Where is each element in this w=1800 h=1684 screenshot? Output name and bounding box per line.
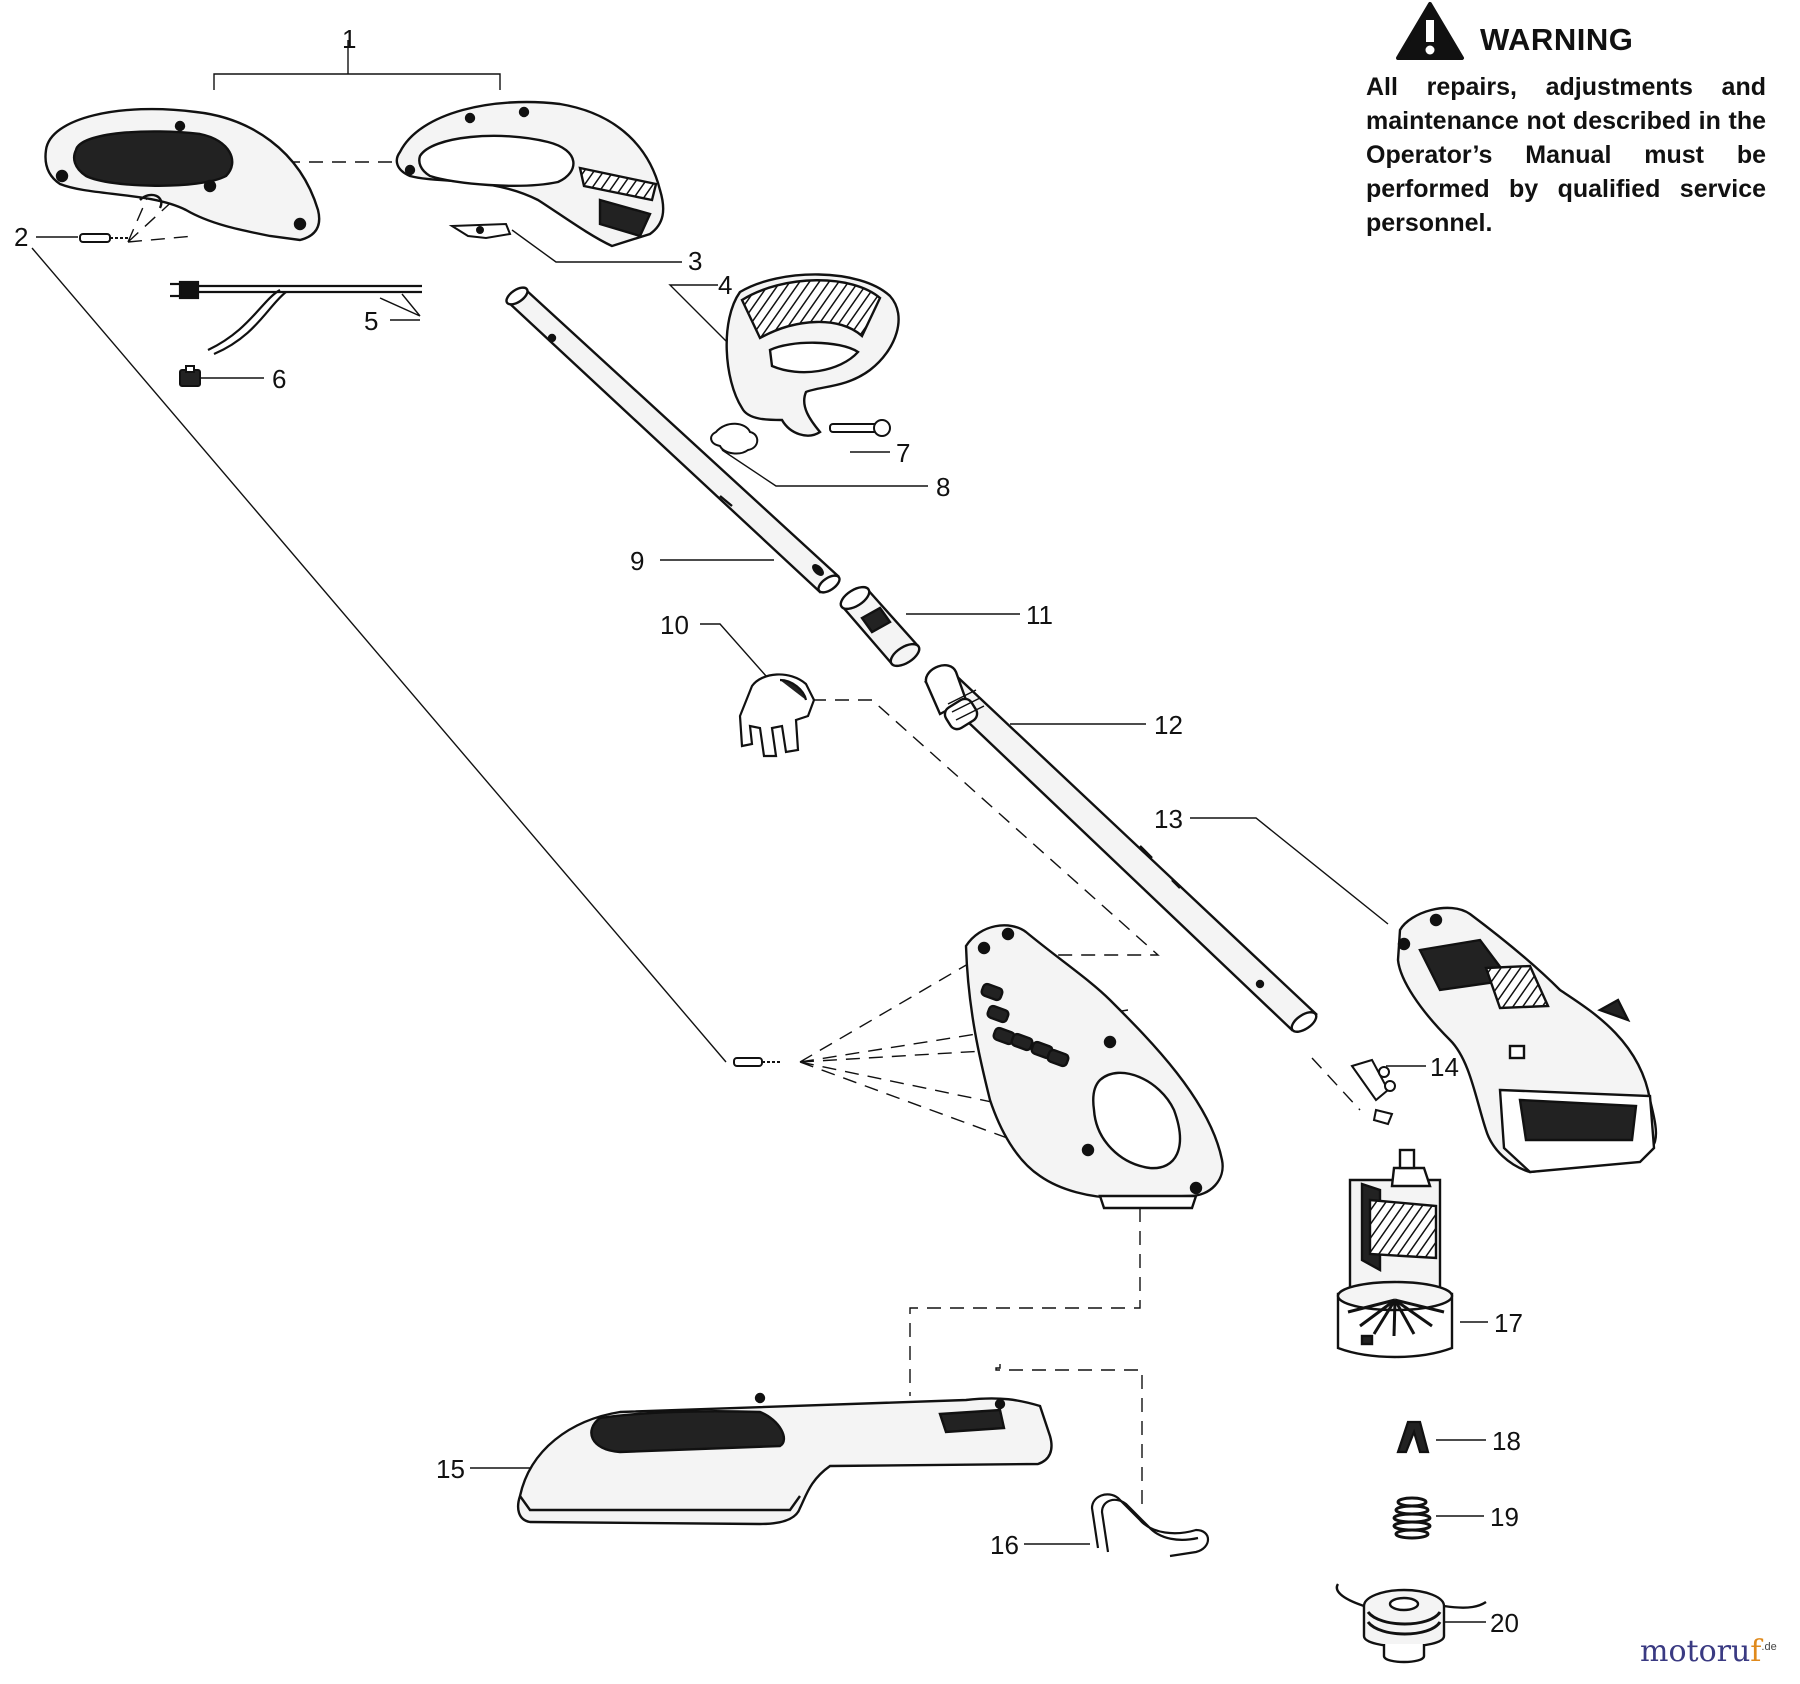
- line-spool: [1335, 1583, 1487, 1664]
- cord-clamp: [1350, 1058, 1396, 1126]
- assembly-dashed-lines: [127, 161, 1361, 1510]
- spool-spring: [1392, 1496, 1432, 1540]
- callout-12: 12: [1154, 710, 1183, 740]
- handle-housing-right: [395, 100, 665, 248]
- callout-2: 2: [14, 222, 28, 252]
- callout-20: 20: [1490, 1608, 1519, 1638]
- motor-housing-right: [1396, 906, 1658, 1174]
- callout-5: 5: [364, 306, 378, 336]
- brand-main: motoru: [1640, 1634, 1751, 1669]
- edge-guide-clip: [1090, 1493, 1210, 1558]
- warning-text: All repairs, adjustments and maintenance…: [1366, 73, 1766, 237]
- motor: [1336, 1148, 1454, 1359]
- callout-15: 15: [436, 1454, 465, 1484]
- leader-lines: [31, 40, 1488, 1623]
- handle-housing-left: [44, 107, 321, 242]
- brand-logo: motoruf.de: [1640, 1634, 1777, 1669]
- spool-retainer: [1396, 1420, 1430, 1454]
- lower-tube: [923, 664, 1318, 1033]
- callout-7: 7: [896, 438, 910, 468]
- screw-upper: [79, 233, 130, 243]
- warning-title: WARNING: [1480, 22, 1634, 57]
- callout-17: 17: [1494, 1308, 1523, 1338]
- callout-1: 1: [342, 24, 356, 54]
- upper-tube: [505, 286, 841, 594]
- callout-4: 4: [718, 270, 732, 300]
- screw-lower: [733, 1057, 782, 1067]
- guard-clip: [738, 673, 816, 758]
- tube-coupler: [839, 585, 921, 668]
- grass-guard: [516, 1392, 1053, 1526]
- callout-6: 6: [272, 364, 286, 394]
- callout-10: 10: [660, 610, 689, 640]
- handle-screw: [829, 419, 891, 437]
- callout-8: 8: [936, 472, 950, 502]
- brand-accent: f: [1750, 1634, 1762, 1669]
- wing-nut: [710, 422, 759, 455]
- callout-labels: 1 2 3 4 5 6 7 8 9 10 11 12 13 14 15 16 1…: [14, 24, 1523, 1638]
- warning-icon: [1396, 2, 1464, 60]
- callout-16: 16: [990, 1530, 1019, 1560]
- motor-housing-left: [964, 924, 1224, 1210]
- brand-suffix: .de: [1761, 1641, 1777, 1653]
- callout-3: 3: [688, 246, 702, 276]
- auxiliary-handle: [725, 273, 900, 437]
- callout-14: 14: [1430, 1052, 1459, 1082]
- callout-13: 13: [1154, 804, 1183, 834]
- callout-18: 18: [1492, 1426, 1521, 1456]
- callout-11: 11: [1026, 600, 1053, 630]
- switch-lever: [448, 222, 512, 240]
- power-cord: [170, 280, 422, 356]
- switch: [179, 365, 201, 387]
- callout-9: 9: [630, 546, 644, 576]
- callout-19: 19: [1490, 1502, 1519, 1532]
